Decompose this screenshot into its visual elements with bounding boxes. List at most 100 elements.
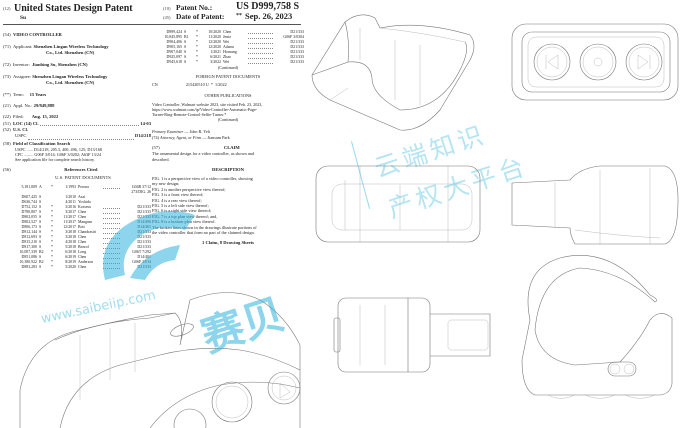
other-publications-title: OTHER PUBLICATIONS (204, 93, 252, 98)
ref-no: D899,424 (166, 30, 182, 34)
field-applicant-2: Co., Ltd. Shenzhen (CN) (46, 50, 95, 55)
description-line: FIG. 5 is a left side view thereof; (152, 203, 209, 209)
ref-name: Zhao (223, 55, 231, 59)
ref-star: * (196, 60, 198, 64)
ref-kind: S (184, 40, 187, 44)
field-term: (**) Term: 15 Years (3, 92, 47, 97)
ref-no: D636,744 (21, 200, 37, 204)
description-line: The broken lines shown in the drawings i… (152, 224, 257, 230)
ref-date: 11/2017 (63, 220, 76, 224)
bibliographic-fields: (54) VIDEO CONTROLLER (71) Applicant: Sh… (3, 32, 151, 270)
ref-class: D21/333 (290, 55, 304, 59)
inventor-short: Su (20, 15, 27, 21)
patent-date: Sep. 26, 2023 (245, 11, 293, 21)
field-applicant: (71) Applicant: Shenzhen Lingan Wireless… (3, 44, 109, 49)
ref-name: Hornung (223, 50, 237, 54)
ref-name: Anderson (78, 260, 94, 264)
ref-name: Wei (223, 40, 230, 44)
ref-no: D780,807 (21, 210, 37, 214)
claims-sheets-count: 1 Claim, 8 Drawing Sheets (202, 240, 254, 246)
ref-kind: A (39, 185, 42, 189)
ref-kind: S (184, 45, 187, 49)
ref-star: * (196, 50, 198, 54)
field-inventor: (72) Inventor: Jianbing Su, Shenzhen (CN… (3, 62, 88, 67)
ref-name: Chen (78, 240, 87, 244)
field-filed: (22) Filed: Aug. 15, 2022 (3, 114, 59, 119)
claim-text: The ornamental design for a video contro… (152, 151, 254, 162)
ref-class: G06F 3/0304 (283, 35, 304, 39)
ref-no: D802,055 (21, 215, 37, 219)
ref-no: D815,210 (21, 240, 37, 244)
ref-date: 4/2018 (65, 240, 76, 244)
ref-date: 1/1993 (65, 185, 76, 189)
ref-kind: S (39, 240, 42, 244)
ref-no: D925,097 (166, 55, 182, 59)
ref-date: 12/2020 (208, 40, 221, 44)
ref-date: 6/2019 (65, 255, 76, 259)
date-label: Date of Patent: (176, 12, 225, 21)
header-rule (3, 24, 301, 25)
patent-number: US D999,758 S (236, 1, 300, 12)
drawing-rear-view (315, 165, 481, 243)
ref-star: * (196, 30, 198, 34)
ref-no: D907,040 (166, 50, 182, 54)
ref-kind: S (39, 215, 42, 219)
ref-star: * (196, 45, 198, 49)
ref-date: 6/2018 (65, 250, 76, 254)
ref-kind: S (184, 60, 187, 64)
ref-kind: B2 (39, 260, 44, 264)
field-appl-no: (21) Appl. No.: 29/849,888 (3, 103, 55, 108)
ref-name: Chen (78, 255, 87, 259)
description-line: FIG. 2 is another perspective view there… (152, 186, 226, 192)
ref-star: * (51, 250, 53, 254)
field-title: (54) VIDEO CONTROLLER (3, 32, 62, 37)
ref-class: D21/333 (290, 60, 304, 64)
ref-kind: B2 (39, 250, 44, 254)
primary-examiner: Primary Examiner — John R. Yeh (152, 129, 210, 134)
ref-name: Mangum (78, 220, 93, 224)
ref-kind: S (39, 210, 42, 214)
ref-class: D21/333 (290, 50, 304, 54)
ref-name: Perona (78, 185, 89, 189)
ref-name: Chen (223, 30, 232, 34)
ref-star: * (51, 230, 53, 234)
ref-date: 10/2020 (208, 30, 221, 34)
ref-star: * (51, 205, 53, 209)
ref-star: * (51, 265, 53, 269)
ref-class: D21/333 (290, 30, 304, 34)
ref-date: 1/2010 (65, 195, 76, 199)
ref-star: * (196, 55, 198, 59)
ref-date: 3/2018 (65, 230, 76, 234)
ref-name: Kosseus (78, 205, 91, 209)
ref-name: Chen (78, 210, 87, 214)
ref-kind: S (39, 225, 42, 229)
ref-date: 11/2017 (63, 215, 76, 219)
ref-date: 8/2019 (65, 260, 76, 264)
description-line: FIG. 4 is a rear view thereof; (152, 197, 202, 203)
ref-name: Wei (223, 60, 230, 64)
ref-star: * (51, 220, 53, 224)
ref-class: D21/333 (290, 40, 304, 44)
references-heading: (56)References Cited (3, 167, 98, 172)
ref-name: Chen (78, 215, 87, 219)
ref-date: 12/2017 (63, 225, 76, 229)
field-search: (58) Field of Classification Search (3, 141, 71, 146)
continued-note-2: (Continued) (217, 117, 239, 122)
drawing-bottom-view (521, 255, 673, 399)
ref-kind: S (39, 235, 42, 239)
ref-kind: S (39, 195, 42, 199)
ref-name: Chen (78, 235, 87, 239)
ref-name: Jentz (223, 35, 231, 39)
ref-star: * (51, 185, 53, 189)
ref-date: 5/2020 (65, 265, 76, 269)
ref-kind: S (39, 230, 42, 234)
ref-name: Asai (78, 195, 86, 199)
other-publications: Video Controller, Walmart website 2023, … (152, 102, 263, 117)
field-assignee-2: Co., Ltd. Shenzhen (CN) (46, 80, 95, 85)
